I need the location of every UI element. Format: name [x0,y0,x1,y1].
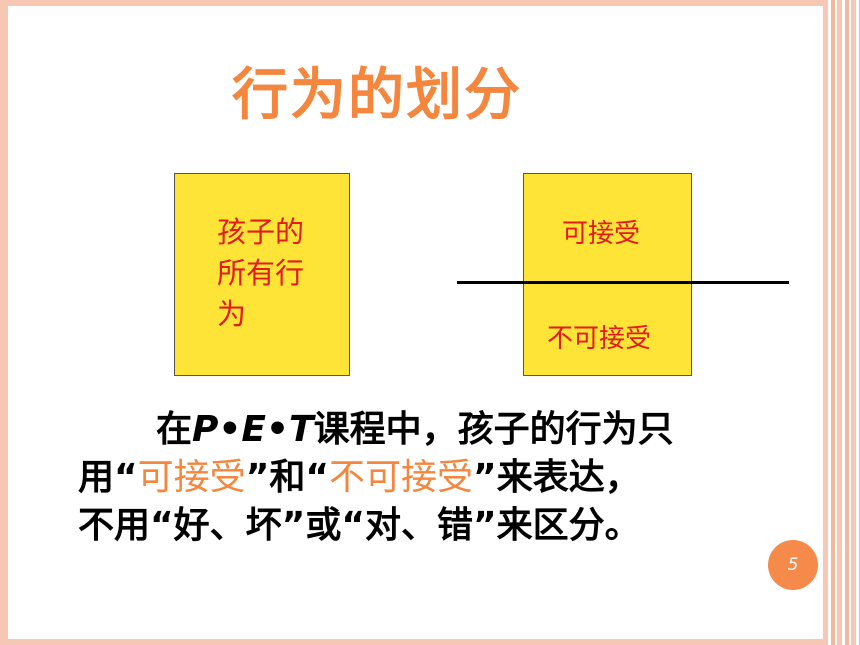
explanation-paragraph: 在P•E•T课程中，孩子的行为只 用“可接受”和“不可接受”来表达， 不用“好、… [78,406,788,550]
all-behaviors-line-1: 孩子的 [217,215,305,249]
line2-prefix: 用“ [78,457,138,498]
line1-prefix: 在 [156,409,193,450]
pet-term: P•E•T [192,409,314,450]
paragraph-line-1: 在P•E•T课程中，孩子的行为只 [78,406,788,454]
all-behaviors-label: 孩子的 所有行 为 [217,212,327,335]
all-behaviors-line-2: 所有行 [217,256,305,290]
paragraph-line-2: 用“可接受”和“不可接受”来表达， [78,454,788,502]
frame-left-border [0,0,8,645]
not-acceptable-label: 不可接受 [547,324,652,354]
acceptable-label: 可接受 [562,219,641,249]
frame-bottom-border [8,639,823,645]
page-number-badge: 5 [768,540,818,590]
line2-middle: ”和“ [245,457,330,498]
paragraph-line-3: 不用“好、坏”或“对、错”来区分。 [78,505,641,546]
frame-top-border [8,0,823,6]
highlight-not-acceptable: 不可接受 [329,457,474,498]
frame-right-stripes [823,0,860,645]
all-behaviors-line-3: 为 [217,297,247,331]
acceptability-box [523,173,692,376]
line1-rest: 课程中，孩子的行为只 [313,409,674,450]
slide-title: 行为的划分 [232,63,522,128]
highlight-acceptable: 可接受 [137,457,246,498]
all-behaviors-box [174,173,350,376]
acceptance-divider-line [457,281,789,284]
line2-suffix: ”来表达， [473,457,641,498]
